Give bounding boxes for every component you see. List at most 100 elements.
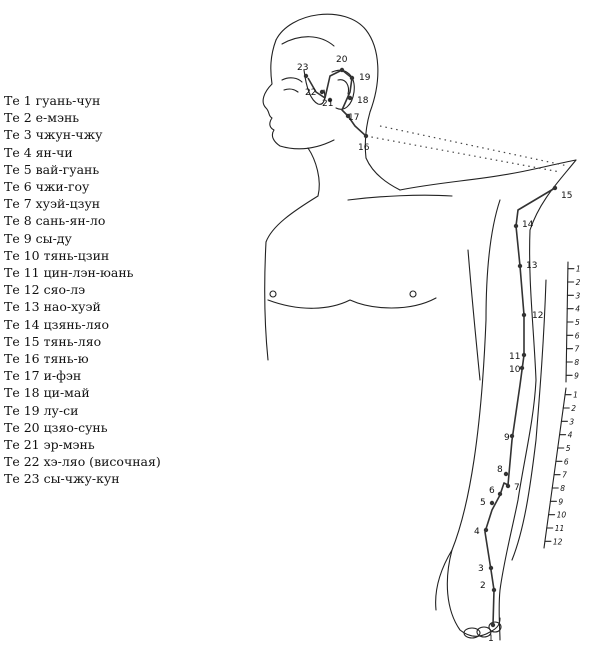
point-3	[488, 565, 494, 571]
point-22	[319, 89, 325, 95]
label-4: 4	[474, 527, 480, 537]
scale-label: 8	[574, 358, 579, 367]
legend-item: Те 6 чжи-гоу	[4, 179, 90, 195]
eye	[283, 88, 299, 93]
label-17: 17	[348, 113, 359, 123]
label-16: 16	[358, 143, 370, 153]
scale-label: 8	[560, 484, 565, 493]
label-2: 2	[480, 581, 486, 591]
scale-label: 6	[564, 457, 569, 466]
scale-label: 12	[553, 537, 563, 546]
scale-label: 9	[574, 371, 579, 380]
forearm-guide	[511, 279, 547, 561]
point-9	[509, 433, 515, 439]
point-19	[349, 75, 355, 81]
legend-item: Те 2 е-мэнь	[4, 110, 80, 126]
label-15: 15	[561, 191, 572, 201]
label-21: 21	[322, 99, 333, 109]
scale-label: 3	[569, 417, 574, 426]
point-16	[363, 133, 369, 139]
neck-back	[365, 157, 401, 191]
label-13: 13	[526, 261, 537, 271]
legend-item: Те 16 тянь-ю	[4, 351, 89, 367]
head-outline	[275, 13, 379, 159]
point-15	[552, 185, 558, 191]
legend-item: Те 9 сы-ду	[4, 230, 72, 246]
point-10	[519, 365, 525, 371]
scale-label: 7	[562, 471, 567, 480]
point-2	[491, 587, 497, 593]
finger-3	[488, 621, 502, 633]
label-20: 20	[336, 55, 348, 65]
scale-rail	[543, 387, 567, 549]
legend-item: Те 12 сяо-лэ	[4, 282, 86, 298]
hand-fingers	[446, 549, 501, 637]
point-labels: 1 2 3 4 5 6 7 8 9 10 11 12 13 14 15 16 1…	[297, 55, 572, 644]
label-14: 14	[522, 220, 534, 230]
arm-outer	[498, 159, 577, 641]
label-23: 23	[297, 63, 308, 73]
point-23	[303, 73, 309, 79]
scale-label: 5	[575, 318, 580, 327]
label-9: 9	[504, 433, 510, 443]
legend-item: Те 1 гуань-чун	[4, 93, 101, 108]
point-13	[517, 263, 523, 269]
scale-label: 9	[558, 497, 563, 506]
finger-1	[463, 627, 481, 639]
legend-item: Те 20 цзяо-сунь	[4, 419, 108, 435]
legend-item: Те 5 вай-гуань	[4, 161, 100, 177]
clavicle	[347, 194, 453, 201]
point-20	[339, 67, 345, 73]
point-7	[505, 483, 511, 489]
point-8	[503, 471, 509, 477]
torso-right	[467, 249, 481, 381]
point-5	[489, 500, 495, 506]
legend-item: Те 4 ян-чи	[4, 144, 73, 160]
body-outline	[262, 13, 577, 641]
shoulder-left	[265, 195, 319, 243]
point-12	[521, 312, 527, 318]
legend-item: Те 17 и-фэн	[4, 368, 82, 384]
legend-item: Те 21 эр-мэнь	[4, 437, 95, 453]
hairline	[281, 36, 335, 47]
trapezius	[399, 159, 577, 191]
dotted-neck-link-2	[379, 125, 569, 167]
meridian-line	[484, 187, 556, 626]
nipple-left	[269, 290, 277, 298]
legend-item: Те 18 ци-май	[4, 385, 90, 401]
scale-label: 6	[575, 331, 580, 340]
legend-item: Те 8 сань-ян-ло	[4, 213, 106, 229]
point-17	[345, 113, 351, 119]
scale-label: 3	[575, 291, 580, 300]
scale-label: 1	[576, 265, 581, 274]
ear-inner	[337, 79, 350, 95]
label-8: 8	[497, 465, 503, 475]
scale-label: 5	[566, 444, 571, 453]
scale-label: 2	[571, 404, 576, 413]
torso-left	[264, 241, 269, 361]
legend-item: Те 19 лу-си	[4, 402, 79, 418]
label-5: 5	[480, 498, 486, 508]
legend-item: Те 10 тянь-цзин	[4, 247, 110, 263]
label-11: 11	[509, 352, 520, 362]
label-12: 12	[532, 311, 543, 321]
scale-label: 7	[575, 345, 580, 354]
scale-label: 10	[557, 511, 567, 520]
scale-label: 4	[575, 305, 580, 314]
label-6: 6	[489, 486, 495, 496]
point-21	[327, 97, 333, 103]
point-4	[483, 527, 489, 533]
point-11	[521, 352, 527, 358]
label-7: 7	[514, 483, 520, 493]
legend-item: Те 22 хэ-ляо (височная)	[4, 454, 161, 470]
nipple-right	[409, 290, 417, 298]
legend-item: Те 3 чжун-чжу	[4, 127, 103, 143]
face-profile	[262, 39, 335, 150]
label-10: 10	[509, 365, 521, 375]
legend-item: Те 23 сы-чжу-кун	[4, 471, 120, 487]
neck-front	[307, 147, 320, 197]
